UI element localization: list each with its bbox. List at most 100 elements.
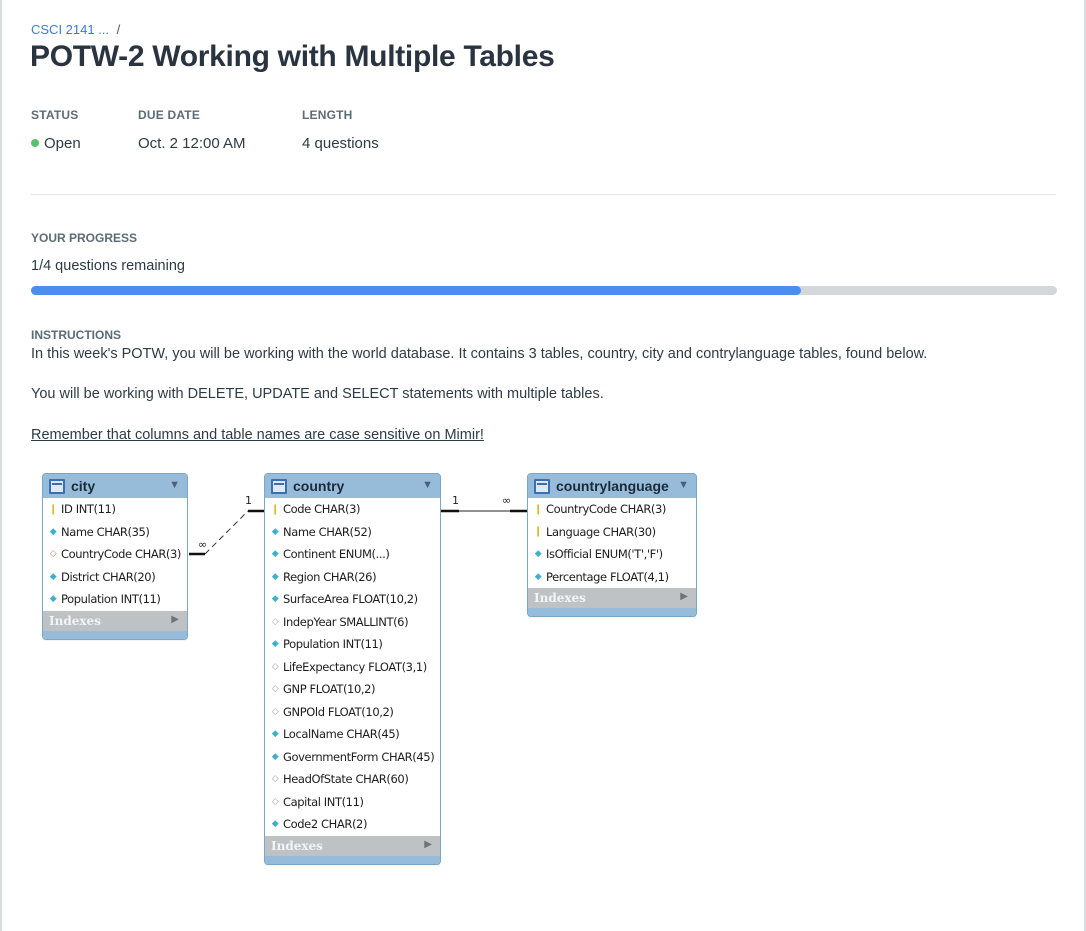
column-definition: District CHAR(20): [61, 569, 156, 584]
table-column-row[interactable]: ◇GNPOld FLOAT(10,2): [265, 701, 440, 724]
due-date-value: Oct. 2 12:00 AM: [138, 135, 246, 152]
column-definition: Continent ENUM(...): [283, 547, 390, 562]
column-definition: IndepYear SMALLINT(6): [283, 614, 409, 629]
table-column-row[interactable]: ◆ Population INT(11): [265, 633, 440, 656]
instructions-line-2: You will be working with DELETE, UPDATE …: [31, 386, 604, 402]
indexes-section[interactable]: Indexes ▶: [528, 588, 696, 608]
table-column-row[interactable]: ◇LifeExpectancy FLOAT(3,1): [265, 656, 440, 679]
table-column-row[interactable]: ◆GovernmentForm CHAR(45): [265, 746, 440, 769]
column-definition: Name CHAR(35): [61, 524, 150, 539]
empty-diamond-icon: ◇: [271, 706, 279, 717]
column-definition: CountryCode CHAR(3): [61, 547, 182, 562]
key-icon: ❙: [271, 503, 279, 515]
status-value: Open: [31, 135, 81, 152]
empty-diamond-icon: ◇: [271, 796, 279, 807]
collapse-arrow-icon[interactable]: ▼: [678, 479, 689, 491]
progress-bar: [31, 286, 1057, 295]
table-columns: ❙ ID INT(11) ◆ Name CHAR(35) ◇ CountryCode CH…: [43, 498, 187, 611]
table-column-row[interactable]: ◆Percentage FLOAT(4,1): [528, 566, 696, 589]
filled-diamond-icon: ◆: [271, 639, 279, 650]
column-definition: Code CHAR(3): [283, 502, 361, 517]
table-column-row[interactable]: ◆ Name CHAR(52): [265, 521, 440, 544]
breadcrumb: CSCI 2141 ... /: [31, 22, 120, 37]
table-header[interactable]: countrylanguage ▼: [528, 474, 696, 498]
column-definition: SurfaceArea FLOAT(10,2): [283, 592, 418, 607]
column-definition: Name CHAR(52): [283, 524, 372, 539]
breadcrumb-separator: /: [116, 22, 121, 37]
instructions-label: INSTRUCTIONS: [31, 328, 121, 342]
filled-diamond-icon: ◆: [271, 571, 279, 582]
column-definition: LifeExpectancy FLOAT(3,1): [283, 659, 427, 674]
key-icon: ❙: [534, 503, 542, 515]
column-definition: IsOfficial ENUM('T','F'): [546, 547, 663, 562]
table-column-row[interactable]: ❙ Code CHAR(3): [265, 498, 440, 521]
table-footer: [265, 855, 440, 864]
indexes-section[interactable]: Indexes ▶: [265, 835, 440, 856]
key-icon: ❙: [534, 526, 542, 538]
collapse-arrow-icon[interactable]: ▼: [422, 479, 433, 491]
table-column-row[interactable]: ◆Code2 CHAR(2): [265, 813, 440, 836]
table-column-row[interactable]: ◇ GNP FLOAT(10,2): [265, 678, 440, 701]
table-column-row[interactable]: ◆SurfaceArea FLOAT(10,2): [265, 588, 440, 611]
table-icon: [49, 478, 65, 494]
table-column-row[interactable]: ◇ CountryCode CHAR(3): [43, 543, 187, 566]
table-header[interactable]: city ▼: [43, 474, 187, 498]
table-icon: [271, 478, 287, 494]
filled-diamond-icon: ◆: [271, 526, 279, 537]
cardinality-one-country-right: 1: [452, 494, 459, 507]
status-dot-icon: [31, 139, 39, 147]
table-column-row[interactable]: ◆ LocalName CHAR(45): [265, 723, 440, 746]
divider: [31, 194, 1056, 195]
instructions-line-1: In this week's POTW, you will be working…: [31, 346, 928, 362]
column-definition: Population INT(11): [283, 637, 383, 652]
cardinality-many-language: ∞: [502, 494, 512, 507]
table-column-row[interactable]: ◆ District CHAR(20): [43, 566, 187, 589]
column-definition: Capital INT(11): [283, 794, 364, 809]
collapse-arrow-icon[interactable]: ▼: [169, 479, 180, 491]
column-definition: Percentage FLOAT(4,1): [546, 569, 669, 584]
table-icon: [534, 478, 550, 494]
expand-arrow-icon[interactable]: ▶: [680, 591, 688, 602]
filled-diamond-icon: ◆: [534, 549, 542, 560]
column-definition: Population INT(11): [61, 592, 161, 607]
table-column-row[interactable]: ◆ Name CHAR(35): [43, 521, 187, 544]
table-footer: [43, 630, 187, 639]
expand-arrow-icon[interactable]: ▶: [171, 613, 179, 625]
table-column-row[interactable]: ◆Population INT(11): [43, 588, 187, 611]
expand-arrow-icon[interactable]: ▶: [424, 838, 432, 850]
table-column-row[interactable]: ◆ IsOfficial ENUM('T','F'): [528, 543, 696, 566]
indexes-section[interactable]: Indexes ▶: [43, 610, 187, 631]
indexes-label: Indexes: [534, 591, 586, 605]
table-column-row[interactable]: ◆Region CHAR(26): [265, 566, 440, 589]
table-name: country: [293, 478, 345, 494]
table-column-row[interactable]: ◇ Capital INT(11): [265, 791, 440, 814]
filled-diamond-icon: ◆: [271, 729, 279, 740]
table-countrylanguage[interactable]: countrylanguage ▼ ❙CountryCode CHAR(3)❙L…: [527, 473, 697, 617]
breadcrumb-course-link[interactable]: CSCI 2141 ...: [31, 22, 110, 37]
table-column-row[interactable]: ❙Language CHAR(30): [528, 521, 696, 544]
progress-label: YOUR PROGRESS: [31, 231, 138, 245]
column-definition: LocalName CHAR(45): [283, 727, 400, 742]
table-column-row[interactable]: ❙CountryCode CHAR(3): [528, 498, 696, 521]
column-definition: ID INT(11): [61, 502, 116, 517]
table-city[interactable]: city ▼ ❙ ID INT(11) ◆ Name CHAR(35) ◇ Country…: [42, 473, 188, 640]
column-definition: HeadOfState CHAR(60): [283, 772, 409, 787]
table-column-row[interactable]: ❙ ID INT(11): [43, 498, 187, 521]
empty-diamond-icon: ◇: [271, 684, 279, 695]
table-header[interactable]: country ▼: [265, 474, 440, 498]
filled-diamond-icon: ◆: [49, 571, 57, 582]
table-country[interactable]: country ▼ ❙Code CHAR(3)◆Name CHAR(52)◆Co…: [264, 473, 441, 865]
table-column-row[interactable]: ◇HeadOfState CHAR(60): [265, 768, 440, 791]
table-column-row[interactable]: ◇IndepYear SMALLINT(6): [265, 611, 440, 634]
table-columns: ❙CountryCode CHAR(3)❙Language CHAR(30) ◆ I…: [528, 498, 696, 588]
table-name: countrylanguage: [556, 478, 669, 494]
foreign-key-diamond-icon: ◇: [49, 549, 57, 560]
progress-bar-fill: [31, 286, 801, 295]
key-icon: ❙: [49, 503, 57, 515]
page-title: POTW-2 Working with Multiple Tables: [30, 40, 555, 73]
column-definition: GNP FLOAT(10,2): [283, 682, 376, 697]
table-column-row[interactable]: ◆Continent ENUM(...): [265, 543, 440, 566]
filled-diamond-icon: ◆: [49, 526, 57, 537]
